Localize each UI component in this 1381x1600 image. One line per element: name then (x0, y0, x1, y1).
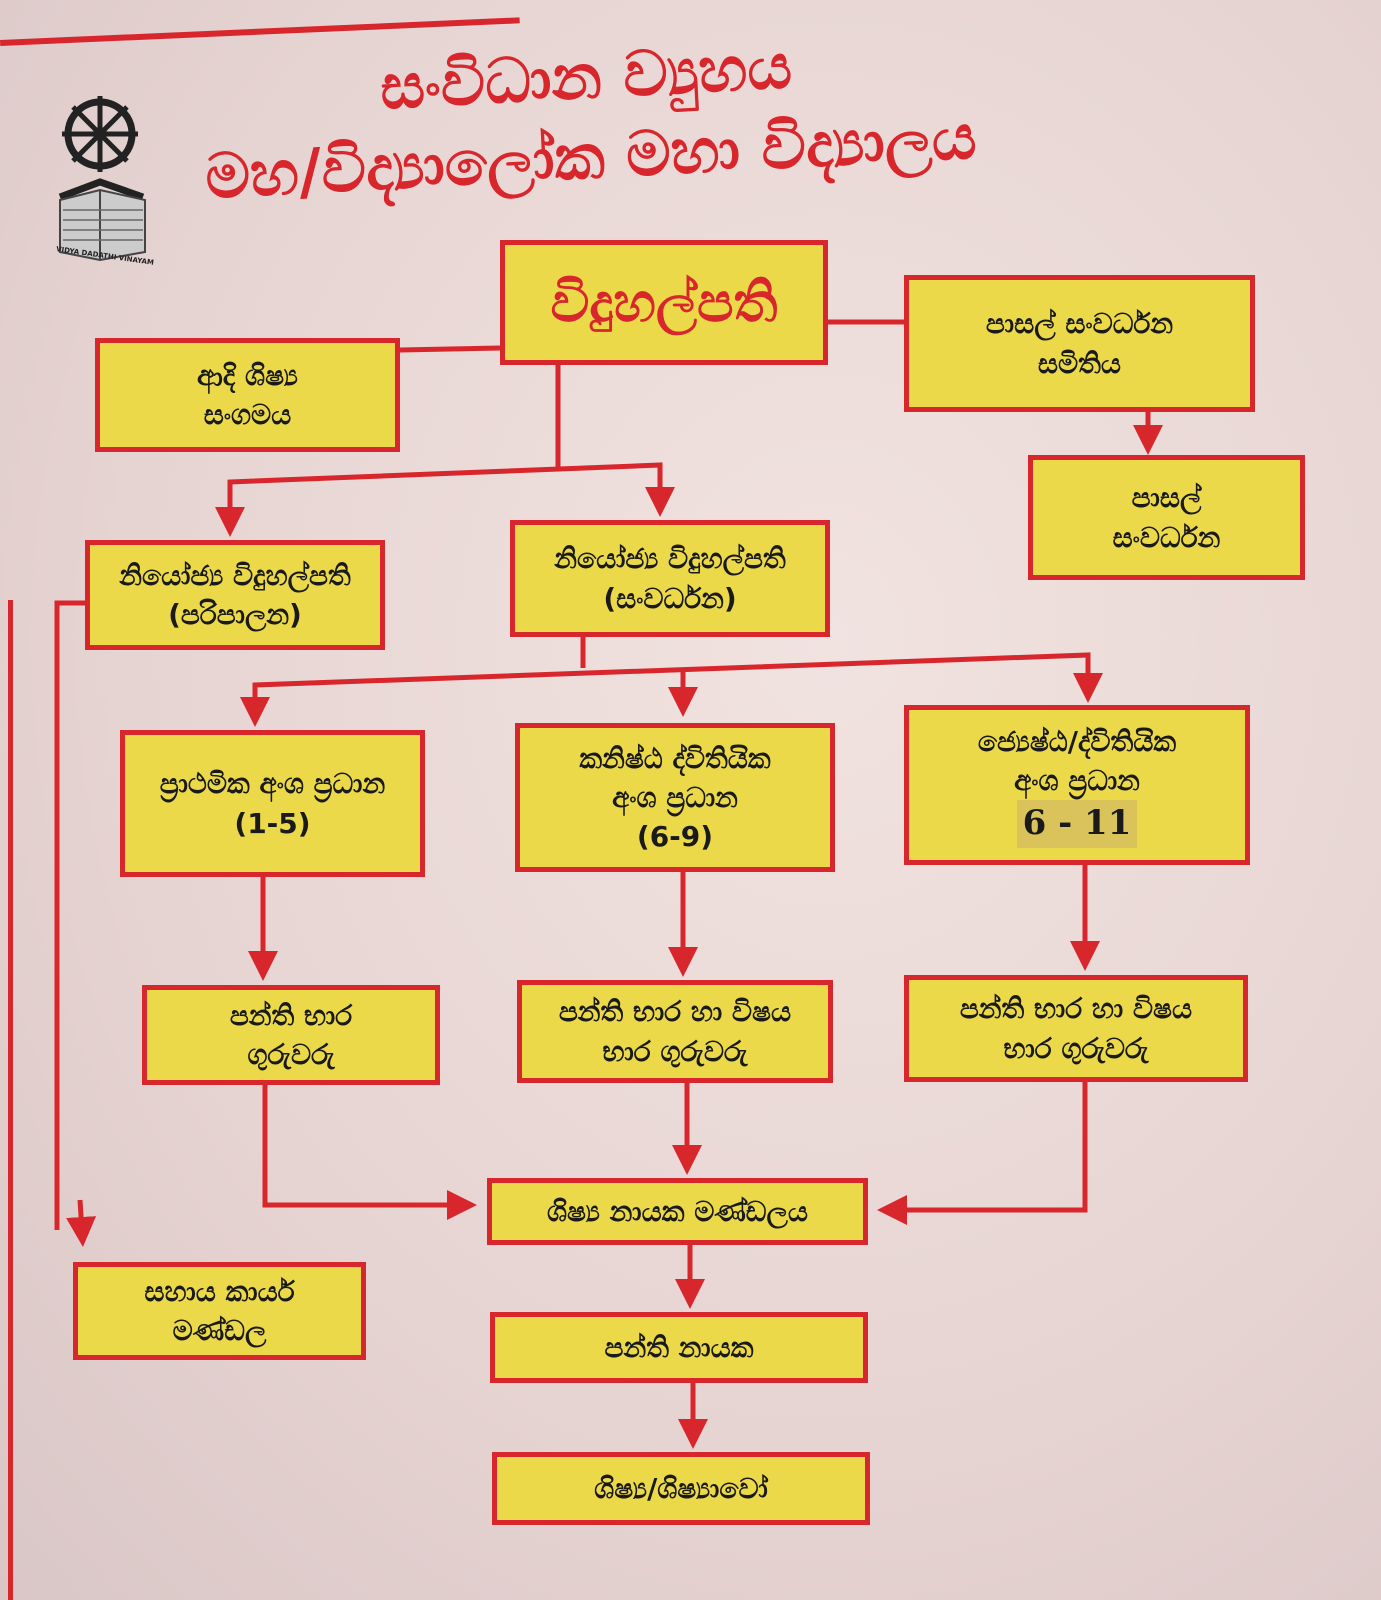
box-label: ශිෂ්‍ය/ශිෂ්‍යාවෝ (594, 1471, 768, 1505)
box-junior-secondary-head: කනිෂ්ඨ ද්විතියික අංශ ප්‍රධාන (6-9) (515, 723, 835, 872)
connector-line (54, 600, 85, 1230)
connector-line (252, 652, 1091, 705)
box-senior-secondary-head: ජ්‍යෙෂ්ඨ/ද්විතියික අංශ ප්‍රධාන 6 - 11 (904, 705, 1250, 865)
box-label: ජ්‍යෙෂ්ඨ/ද්විතියික (977, 725, 1177, 759)
box-old-students-association: ආදි ශිෂ්‍ය සංගමය (95, 338, 400, 452)
box-label: (6-9) (636, 820, 714, 854)
box-primary-section-head: ප්‍රාථමික අංශ ප්‍රධාන (1-5) (120, 730, 425, 877)
box-class-subject-teachers-senior: පන්ති භාර හා විෂය භාර ගුරුවරු (904, 975, 1248, 1082)
box-class-teachers: පන්ති භාර ගුරුවරු (142, 985, 440, 1085)
box-label: සමිතිය (1037, 346, 1122, 380)
box-label: ශිෂ්‍ය නායක මණ්ඩලය (546, 1194, 809, 1228)
arrow (262, 1085, 477, 1220)
box-class-subject-teachers-junior: පන්ති භාර හා විෂය භාර ගුරුවරු (517, 980, 833, 1083)
box-label: නියෝජ්‍ය විදුහල්පති (554, 542, 786, 576)
box-label: පන්ති භාර (229, 998, 353, 1032)
box-school-development: පාසල් සංවර්ධන (1028, 455, 1305, 580)
box-label: භාර ගුරුවරු (602, 1034, 748, 1068)
box-label: පාසල් සංවර්ධන (985, 307, 1174, 341)
box-label: සහාය කාර්ය (144, 1274, 295, 1308)
school-logo: VIDYA DADATHI VINAYAM (55, 92, 155, 272)
box-label: සංගමය (203, 398, 292, 431)
box-label: ගුරුවරු (247, 1038, 335, 1071)
box-label: (1-5) (234, 806, 311, 840)
connector-line (227, 462, 663, 505)
box-label: (පරිපාලන) (168, 598, 302, 631)
box-label: මණ්ඩල (172, 1314, 267, 1347)
box-label: භාර ගුරුවරු (1003, 1031, 1149, 1065)
arrow (66, 1199, 97, 1247)
box-label: පන්ති භාර හා විෂය (959, 992, 1193, 1026)
connector-line (399, 345, 501, 353)
box-deputy-principal-admin: නියෝජ්‍ය විදුහල්පති (පරිපාලන) (85, 540, 385, 650)
box-label: අංශ ප්‍රධාන (1014, 764, 1140, 798)
box-label: පාසල් (1131, 481, 1202, 515)
arrow (877, 1082, 1088, 1225)
box-support-staff: සහාය කාර්ය මණ්ඩල (73, 1262, 366, 1360)
frame-border-left (8, 600, 13, 1600)
box-label: විදුහල්පති (550, 270, 778, 334)
box-label: කනිෂ්ඨ ද්විතියික (579, 741, 771, 775)
box-label: ප්‍රාථමික අංශ ප්‍රධාන (159, 767, 386, 801)
box-class-monitors: පන්ති නායක (490, 1312, 868, 1383)
box-school-development-society: පාසල් සංවර්ධන සමිතිය (904, 275, 1255, 412)
box-principal: විදුහල්පති (500, 240, 828, 365)
box-students: ශිෂ්‍ය/ශිෂ්‍යාවෝ (492, 1452, 870, 1525)
box-label: පන්ති නායක (604, 1330, 754, 1364)
box-label: පන්ති භාර හා විෂය (558, 995, 792, 1029)
box-deputy-principal-development: නියෝජ්‍ය විදුහල්පති (සංවර්ධන) (510, 520, 830, 637)
box-label: සංවර්ධන (1112, 520, 1221, 554)
grade-range-label: 6 - 11 (1016, 800, 1138, 848)
dharma-wheel-book-icon (58, 96, 146, 262)
box-prefects-board: ශිෂ්‍ය නායක මණ්ඩලය (487, 1178, 868, 1245)
box-label: ආදි ශිෂ්‍ය (197, 358, 298, 392)
box-label: අංශ ප්‍රධාන (612, 780, 738, 814)
box-label: නියෝජ්‍ය විදුහල්පති (119, 558, 351, 592)
box-label: (සංවර්ධන) (603, 581, 737, 615)
